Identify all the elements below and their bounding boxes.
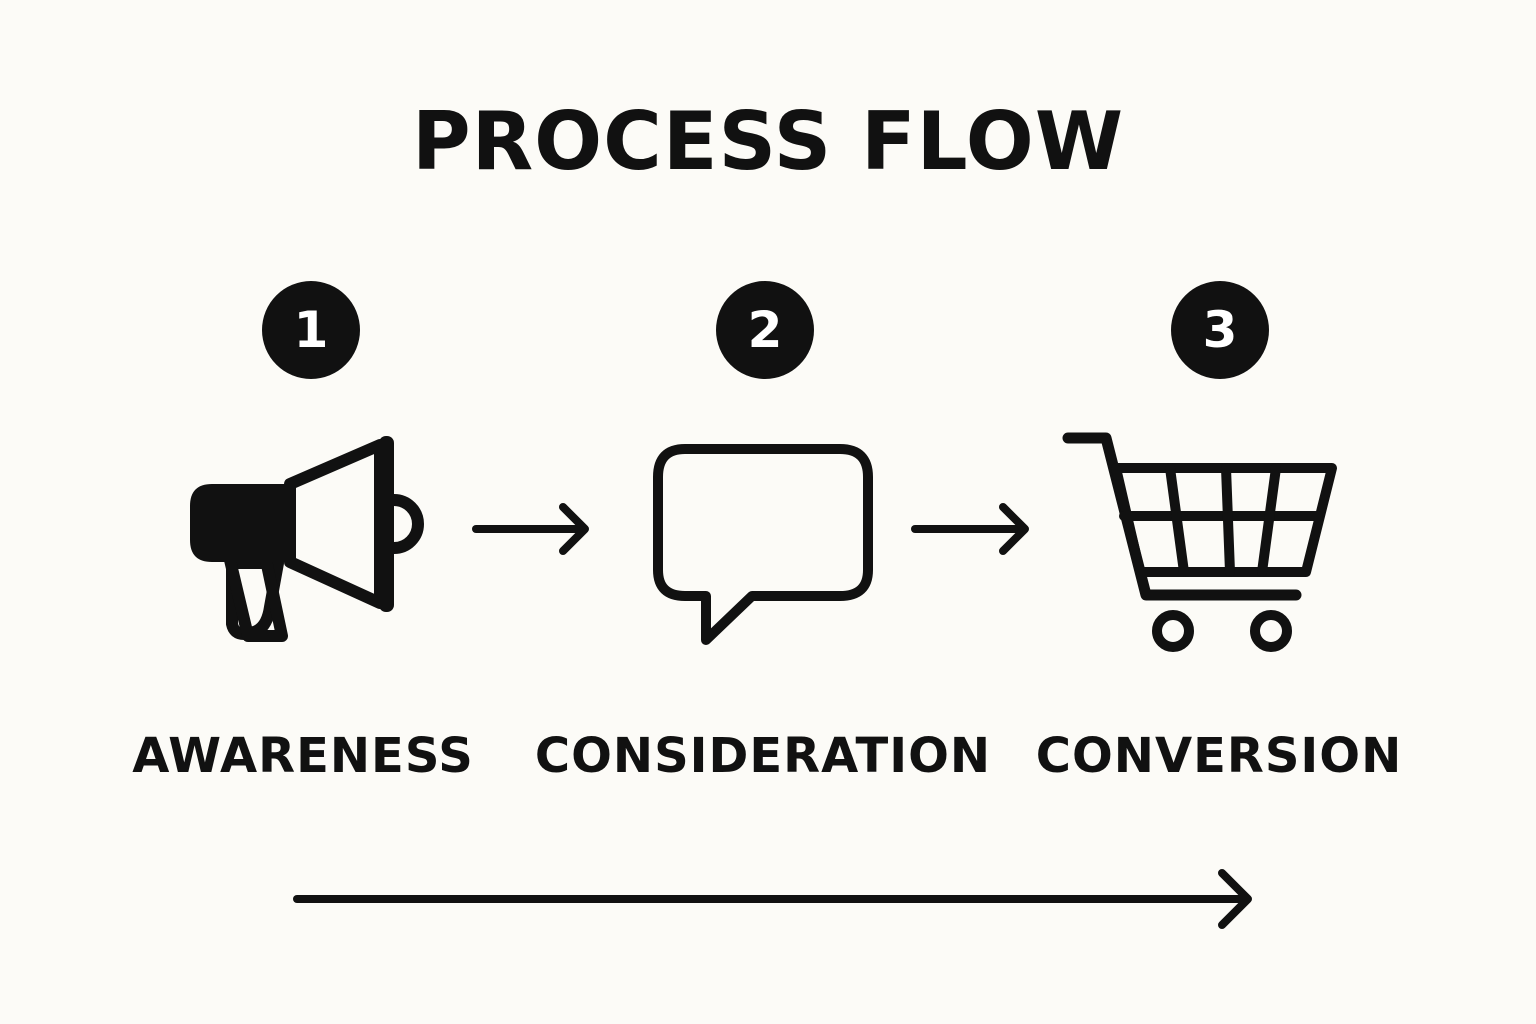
step-2-label: CONSIDERATION bbox=[534, 728, 992, 784]
speech-bubble-icon bbox=[653, 444, 873, 645]
shopping-cart-icon bbox=[1062, 432, 1337, 652]
long-flow-arrow bbox=[293, 869, 1252, 929]
step-1-label: AWARENESS bbox=[132, 728, 474, 784]
arrow-right-icon bbox=[911, 503, 1029, 555]
step-1-number-badge: 1 bbox=[262, 281, 360, 379]
step-3-label: CONVERSION bbox=[1035, 728, 1403, 784]
arrow-right-icon bbox=[472, 503, 589, 555]
step-2-number-badge: 2 bbox=[716, 281, 814, 379]
page-title: PROCESS FLOW bbox=[411, 95, 1125, 188]
megaphone-icon bbox=[190, 436, 424, 642]
step-3-number-badge: 3 bbox=[1171, 281, 1269, 379]
